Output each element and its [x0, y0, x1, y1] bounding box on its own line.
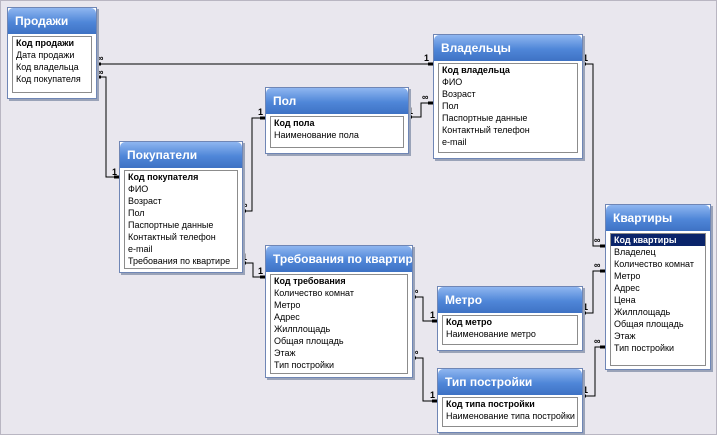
field-list[interactable]: Код типа постройки Наименование типа пос…	[442, 397, 578, 427]
field-item[interactable]: Код пола	[274, 118, 315, 128]
field-item[interactable]: Возраст	[128, 196, 162, 206]
cardinality-one: 1	[112, 167, 118, 177]
field-item[interactable]: Код метро	[446, 317, 493, 327]
table-title[interactable]: Покупатели	[120, 142, 242, 168]
field-item[interactable]: Паспортные данные	[442, 113, 528, 123]
field-item[interactable]: Код требования	[274, 276, 346, 286]
field-item[interactable]: Контактный телефон	[128, 232, 216, 242]
cardinality-many: ∞	[412, 347, 419, 357]
field-item[interactable]: Цена	[614, 295, 636, 305]
field-list[interactable]: Код пола Наименование пола	[270, 116, 404, 148]
cardinality-many: ∞	[594, 336, 601, 346]
table-title[interactable]: Квартиры	[606, 205, 710, 231]
field-item[interactable]: Адрес	[274, 312, 300, 322]
relation-line-trebovaniya-tip	[411, 357, 437, 402]
field-item[interactable]: Количество комнат	[614, 259, 694, 269]
cardinality-one: 1	[242, 252, 248, 262]
table-vladelcy[interactable]: Владельцы Код владельца ФИО Возраст Пол …	[433, 34, 583, 159]
table-trebovaniya[interactable]: Требования по квартире Код требования Ко…	[265, 245, 413, 378]
field-item[interactable]: Код типа постройки	[446, 399, 535, 409]
cardinality-many: ∞	[241, 200, 248, 210]
table-title[interactable]: Пол	[266, 88, 408, 114]
table-pol[interactable]: Пол Код пола Наименование пола	[265, 87, 409, 154]
cardinality-one: 1	[583, 53, 589, 63]
table-tip-postroyki[interactable]: Тип постройки Код типа постройки Наимено…	[437, 368, 583, 433]
field-item[interactable]: Паспортные данные	[128, 220, 214, 230]
field-item[interactable]: Адрес	[614, 283, 640, 293]
cardinality-many: ∞	[97, 67, 104, 77]
cardinality-many: ∞	[594, 260, 601, 270]
cardinality-one: 1	[408, 106, 414, 116]
field-list[interactable]: Код покупателя ФИО Возраст Пол Паспортны…	[124, 170, 238, 269]
field-item[interactable]: Этаж	[274, 348, 296, 358]
field-item[interactable]: ФИО	[442, 77, 463, 87]
field-item[interactable]: Наименование типа постройки	[446, 411, 575, 421]
relation-line-pokupateli-trebovaniya	[241, 262, 265, 278]
table-kvartiry[interactable]: Квартиры Код квартиры Владелец Количеств…	[605, 204, 711, 370]
field-item[interactable]: Возраст	[442, 89, 476, 99]
cardinality-one: 1	[430, 310, 436, 320]
relation-line-vladelcy-kvartiry	[581, 63, 605, 247]
field-item[interactable]: Пол	[442, 101, 459, 111]
cardinality-one: 1	[583, 385, 589, 395]
cardinality-many: ∞	[594, 235, 601, 245]
relation-line-pokupateli-pol	[241, 117, 265, 212]
relation-line-metro-kvartiry	[581, 270, 605, 314]
field-item[interactable]: Количество комнат	[274, 288, 354, 298]
field-item[interactable]: Жилплощадь	[274, 324, 331, 334]
field-item-selected[interactable]: Код квартиры	[611, 234, 705, 246]
field-item[interactable]: Код покупателя	[16, 74, 81, 84]
cardinality-many: ∞	[97, 53, 104, 63]
cardinality-one: 1	[258, 266, 264, 276]
field-item[interactable]: ФИО	[128, 184, 149, 194]
field-list[interactable]: Код квартиры Владелец Количество комнат …	[610, 233, 706, 366]
relation-line-prodazhi-pokupateli	[96, 76, 119, 178]
field-item[interactable]: e-mail	[442, 137, 467, 147]
field-list[interactable]: Код владельца ФИО Возраст Пол Паспортные…	[438, 63, 578, 153]
cardinality-one: 1	[424, 53, 430, 63]
cardinality-many: ∞	[412, 286, 419, 296]
table-title[interactable]: Владельцы	[434, 35, 582, 61]
field-item[interactable]: Этаж	[614, 331, 636, 341]
field-item[interactable]: Код владельца	[442, 65, 510, 75]
field-item[interactable]: Наименование метро	[446, 329, 536, 339]
field-item[interactable]: Владелец	[614, 247, 656, 257]
field-item[interactable]: Жилплощадь	[614, 307, 671, 317]
field-list[interactable]: Код продажи Дата продажи Код владельца К…	[12, 36, 92, 93]
field-item[interactable]: Требования по квартире	[128, 256, 231, 266]
field-item[interactable]: Код владельца	[16, 62, 79, 72]
cardinality-one: 1	[430, 390, 436, 400]
field-item[interactable]: Метро	[614, 271, 641, 281]
field-item[interactable]: Общая площадь	[274, 336, 344, 346]
field-item[interactable]: Тип постройки	[274, 360, 335, 370]
field-item[interactable]: Пол	[128, 208, 145, 218]
table-title[interactable]: Тип постройки	[438, 369, 582, 395]
cardinality-many: ∞	[422, 92, 429, 102]
table-title[interactable]: Продажи	[8, 8, 96, 34]
field-list[interactable]: Код требования Количество комнат Метро А…	[270, 274, 408, 374]
field-item[interactable]: Метро	[274, 300, 301, 310]
field-list[interactable]: Код метро Наименование метро	[442, 315, 578, 345]
field-item[interactable]: Код покупателя	[128, 172, 199, 182]
relation-line-vladelcy-pol	[407, 102, 433, 118]
field-item[interactable]: Дата продажи	[16, 50, 75, 60]
field-item[interactable]: Код продажи	[16, 38, 75, 48]
field-item[interactable]: e-mail	[128, 244, 153, 254]
field-item[interactable]: Общая площадь	[614, 319, 684, 329]
field-item[interactable]: Контактный телефон	[442, 125, 530, 135]
table-pokupateli[interactable]: Покупатели Код покупателя ФИО Возраст По…	[119, 141, 243, 273]
cardinality-one: 1	[583, 302, 589, 312]
cardinality-one: 1	[258, 107, 264, 117]
table-title[interactable]: Требования по квартире	[266, 246, 412, 272]
table-title[interactable]: Метро	[438, 287, 582, 313]
field-item[interactable]: Наименование пола	[274, 130, 359, 140]
table-prodazhi[interactable]: Продажи Код продажи Дата продажи Код вла…	[7, 7, 97, 99]
relation-line-trebovaniya-metro	[411, 296, 437, 322]
table-metro[interactable]: Метро Код метро Наименование метро	[437, 286, 583, 351]
field-item[interactable]: Тип постройки	[614, 343, 675, 353]
